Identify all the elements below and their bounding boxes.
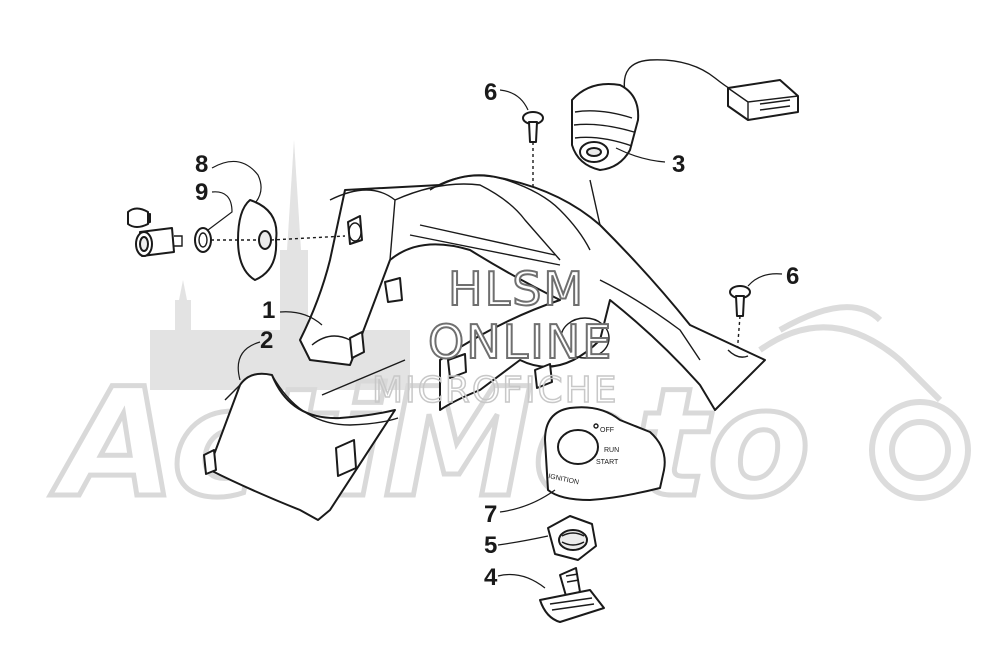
callout-6-right: 6 — [786, 263, 799, 290]
callout-9: 9 — [195, 179, 208, 206]
part-8-plate — [237, 199, 346, 281]
callout-5: 5 — [484, 532, 497, 559]
callout-4: 4 — [484, 564, 498, 591]
watermark-line3: MICROFICHE — [372, 370, 618, 411]
callout-7: 7 — [484, 501, 497, 528]
part-4-key — [539, 567, 605, 623]
ignition-run-label: RUN — [604, 447, 619, 454]
leader-3 — [615, 147, 666, 163]
watermark-line2: ONLINE — [428, 315, 613, 369]
callouts: 1 2 3 4 5 6 6 7 8 9 — [195, 79, 799, 591]
upper-housing-shell — [299, 174, 766, 411]
watermark-line1: HLSM — [448, 262, 585, 316]
part-9-retainer-nut — [194, 227, 256, 253]
switch-cable — [623, 59, 736, 93]
leader-lines — [207, 89, 783, 589]
accessory-socket — [127, 207, 183, 257]
callout-3: 3 — [672, 151, 685, 178]
ignition-start-label: START — [596, 459, 619, 466]
callout-6-top: 6 — [484, 79, 497, 106]
motorcycle-watermark — [758, 304, 971, 501]
lower-housing-shell — [209, 372, 396, 521]
text-watermark: MICROFICHE ONLINE HLSM — [371, 261, 618, 412]
part-3-ignition-switch — [571, 59, 799, 171]
callout-8: 8 — [195, 151, 208, 178]
part-2-lower-housing — [203, 359, 406, 521]
leader-8 — [211, 160, 262, 203]
leader-1 — [279, 311, 323, 326]
part-1-upper-housing — [299, 174, 766, 411]
part-5-nut — [547, 515, 597, 561]
leader-7 — [499, 489, 556, 513]
callout-1: 1 — [262, 297, 275, 324]
leader-6a — [499, 89, 529, 111]
callout-2: 2 — [260, 327, 273, 354]
ignition-off-label: OFF — [600, 427, 614, 434]
part-7-ignition-plate: OFF RUN START IGNITION — [544, 406, 666, 501]
background-logo-text: ActiMoto — [50, 357, 811, 531]
leader-6b — [747, 273, 783, 287]
leader-5 — [497, 535, 549, 546]
leader-9 — [207, 191, 233, 231]
leader-4 — [497, 573, 546, 589]
key-head — [539, 589, 605, 623]
leader-2 — [237, 341, 261, 381]
